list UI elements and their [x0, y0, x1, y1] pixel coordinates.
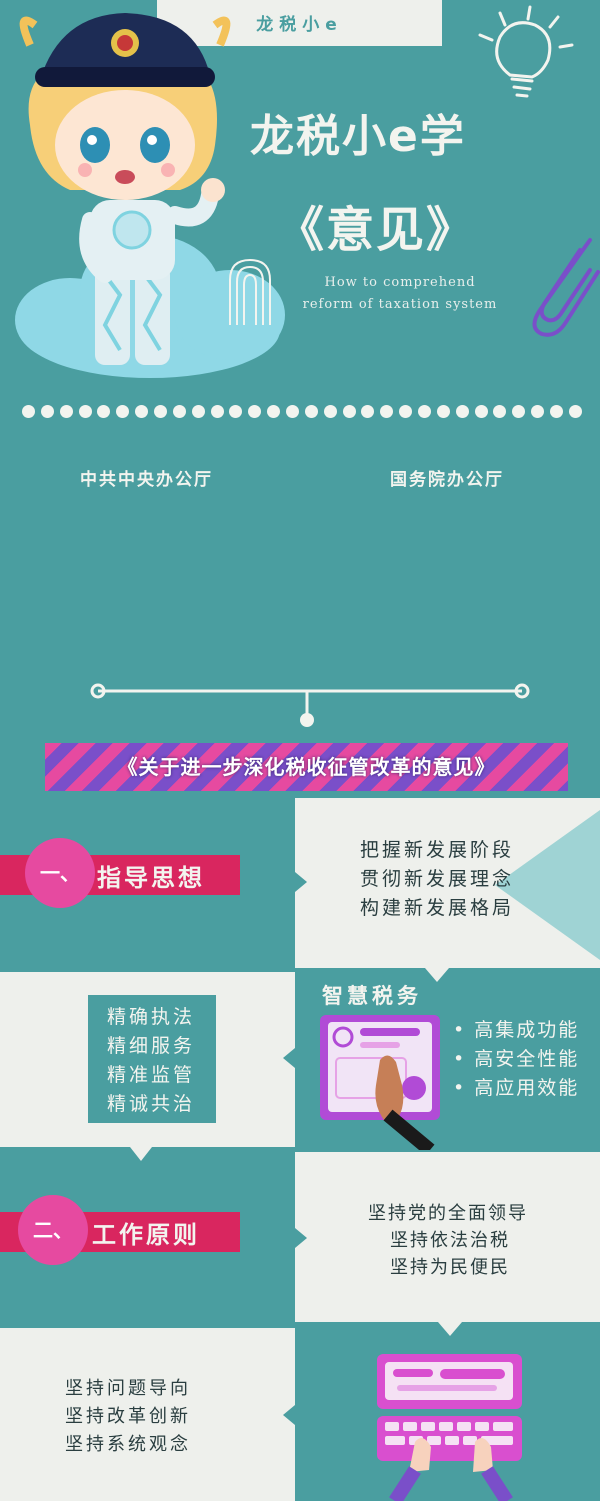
principle-item: 精准监管 — [107, 1064, 196, 1086]
section2-number: 二、 — [18, 1195, 88, 1265]
principles-box — [88, 995, 216, 1123]
principle-item: 精诚共治 — [107, 1093, 196, 1115]
section1-points: 把握新发展阶段 贯彻新发展理念 构建新发展格局 — [360, 836, 514, 923]
section2-point: 坚持为民便民 — [390, 1257, 510, 1278]
section2-points: 坚持党的全面领导 坚持依法治税 坚持为民便民 — [368, 1200, 528, 1281]
paperclip-icon — [532, 238, 600, 337]
document-title-banner: 《关于进一步深化税收征管改革的意见》 — [45, 743, 568, 791]
panel-notch — [295, 1228, 307, 1248]
english-subtitle: How to comprehend reform of taxation sys… — [270, 272, 530, 316]
issuer-left: 中共中央办公厅 — [80, 470, 213, 490]
hero-subtitle: 《意见》 — [276, 202, 477, 258]
smart-point: • 高集成功能 — [453, 1019, 580, 1041]
smart-tax-title: 智慧税务 — [322, 984, 422, 1008]
smart-points: • 高集成功能 • 高安全性能 • 高应用效能 — [453, 1016, 579, 1103]
smart-point: • 高应用效能 — [453, 1077, 580, 1099]
english-line-1: How to comprehend — [324, 275, 476, 290]
section2-label: 工作原则 — [92, 1221, 200, 1249]
section2-point: 坚持党的全面领导 — [368, 1203, 528, 1224]
panel-notch — [295, 872, 307, 892]
section2-left-point: 坚持系统观念 — [65, 1434, 191, 1455]
arch-decoration — [229, 258, 271, 325]
header-tab: 龙税小e — [157, 0, 442, 46]
section1-point: 贯彻新发展理念 — [360, 868, 515, 890]
section2-left-point: 坚持问题导向 — [65, 1378, 191, 1399]
section2-points-panel — [295, 1152, 600, 1322]
section2-left-points: 坚持问题导向 坚持改革创新 坚持系统观念 — [65, 1375, 191, 1459]
panel-notch — [438, 1322, 462, 1336]
tablet-hand-icon — [320, 1015, 440, 1150]
principle-item: 精细服务 — [107, 1035, 196, 1057]
section2-left-point: 坚持改革创新 — [65, 1406, 191, 1427]
section1-point: 构建新发展格局 — [360, 897, 515, 919]
teal-triangle — [495, 810, 600, 960]
section1-point: 把握新发展阶段 — [360, 839, 515, 861]
section2-left-panel — [0, 1328, 295, 1501]
dot-divider — [22, 405, 582, 423]
english-line-2: reform of taxation system — [302, 297, 498, 312]
principle-item: 精确执法 — [107, 1006, 196, 1028]
issuer-right: 国务院办公厅 — [390, 470, 504, 490]
section1-number: 一、 — [25, 838, 95, 908]
panel-notch — [283, 1048, 295, 1068]
panel-notch — [283, 1405, 295, 1425]
principles-list: 精确执法 精细服务 精准监管 精诚共治 — [107, 1003, 195, 1119]
smart-point: • 高安全性能 — [453, 1048, 580, 1070]
document-title: 《关于进一步深化税收征管改革的意见》 — [117, 755, 496, 779]
panel-notch — [130, 1147, 152, 1161]
keyboard-hands-icon — [377, 1354, 522, 1501]
panel-notch — [425, 968, 449, 982]
connector-line — [90, 683, 530, 727]
hero-title: 龙税小e学 — [250, 111, 466, 162]
section2-point: 坚持依法治税 — [390, 1230, 510, 1251]
lightbulb-icon — [478, 5, 574, 98]
officer-mascot — [19, 13, 231, 365]
section1-label: 指导思想 — [97, 864, 205, 892]
